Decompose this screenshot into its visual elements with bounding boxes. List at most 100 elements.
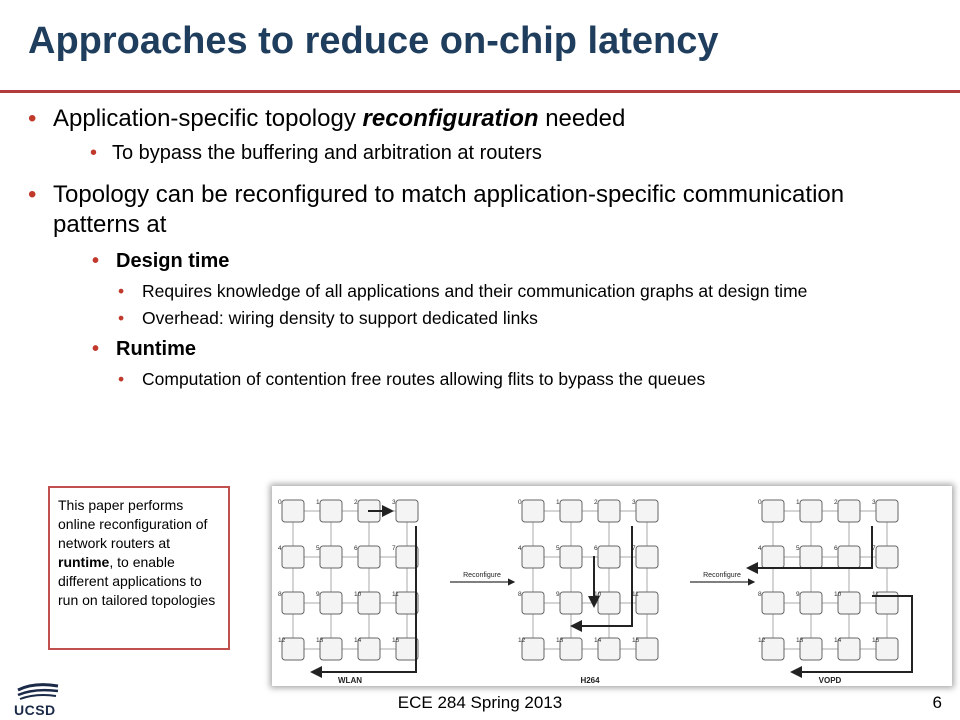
router-id: 1: [796, 499, 800, 506]
router-id: 1: [316, 499, 320, 506]
router-id: 7: [632, 545, 636, 552]
router-node: [635, 499, 659, 523]
router-id: 3: [632, 499, 636, 506]
router-node: [837, 545, 861, 569]
router-node: [761, 499, 785, 523]
router-node: [319, 637, 343, 661]
router-id: 15: [872, 637, 880, 644]
router-node: [875, 499, 899, 523]
page-number: 6: [932, 693, 942, 712]
router-node: [597, 591, 621, 615]
mesh-label: H264: [580, 676, 600, 685]
router-id: 3: [392, 499, 396, 506]
router-node: [597, 545, 621, 569]
router-node: [559, 499, 583, 523]
mesh-label: WLAN: [338, 676, 362, 685]
router-id: 5: [316, 545, 320, 552]
sub-sub-bullet-overhead: Overhead: wiring density to support dedi…: [28, 309, 928, 329]
router-id: 14: [354, 637, 362, 644]
footer-course: ECE 284 Spring 2013: [397, 693, 563, 712]
emphasis-text: reconfiguration: [362, 105, 539, 132]
router-id: 8: [518, 591, 522, 598]
router-node: [761, 545, 785, 569]
router-id: 0: [758, 499, 762, 506]
reconfigured-path: [746, 526, 873, 574]
router-id: 11: [392, 591, 399, 598]
router-id: 12: [518, 637, 526, 644]
router-node: [875, 591, 899, 615]
router-id: 9: [316, 591, 320, 598]
router-id: 12: [758, 637, 766, 644]
router-node: [559, 637, 583, 661]
router-id: 9: [796, 591, 800, 598]
bullet-text: needed: [538, 105, 626, 132]
router-id: 2: [834, 499, 838, 506]
reconfigured-path: [310, 526, 417, 678]
router-node: [319, 591, 343, 615]
router-id: 5: [796, 545, 800, 552]
router-node: [521, 591, 545, 615]
callout-box: This paper performs online reconfigurati…: [48, 486, 230, 650]
router-id: 14: [834, 637, 842, 644]
sub-sub-bullet-computation: Computation of contention free routes al…: [28, 370, 928, 390]
title-rule: [0, 90, 960, 93]
router-node: [761, 591, 785, 615]
router-node: [395, 591, 419, 615]
router-id: 8: [758, 591, 762, 598]
router-node: [357, 545, 381, 569]
router-node: [395, 499, 419, 523]
bullet-reconfiguration: Application-specific topology reconfigur…: [28, 104, 928, 134]
router-node: [281, 499, 305, 523]
router-node: [521, 499, 545, 523]
bullet-text: Application-specific topology: [53, 105, 363, 132]
reconfigure-label: Reconfigure: [703, 572, 741, 579]
router-node: [281, 545, 305, 569]
callout-bold: runtime: [58, 554, 110, 570]
router-node: [837, 591, 861, 615]
router-id: 4: [518, 545, 522, 552]
router-id: 11: [872, 591, 879, 598]
router-node: [799, 637, 823, 661]
router-id: 6: [834, 545, 838, 552]
router-id: 4: [278, 545, 282, 552]
router-id: 14: [594, 637, 602, 644]
router-node: [281, 591, 305, 615]
router-node: [635, 591, 659, 615]
router-id: 9: [556, 591, 560, 598]
router-node: [837, 499, 861, 523]
router-node: [319, 545, 343, 569]
router-node: [799, 545, 823, 569]
router-node: [761, 637, 785, 661]
router-node: [875, 637, 899, 661]
router-id: 3: [872, 499, 876, 506]
router-node: [837, 637, 861, 661]
router-id: 0: [518, 499, 522, 506]
router-node: [521, 637, 545, 661]
reconfigured-path: [570, 526, 633, 632]
router-node: [357, 637, 381, 661]
router-id: 12: [278, 637, 286, 644]
ucsd-logo-text: UCSD: [14, 702, 56, 718]
router-node: [521, 545, 545, 569]
router-id: 13: [556, 637, 564, 644]
sub-sub-bullet-knowledge: Requires knowledge of all applications a…: [28, 282, 928, 302]
router-node: [559, 545, 583, 569]
router-id: 4: [758, 545, 762, 552]
router-node: [559, 591, 583, 615]
mesh-label: VOPD: [819, 676, 842, 685]
router-id: 13: [796, 637, 804, 644]
router-node: [395, 545, 419, 569]
router-node: [875, 545, 899, 569]
router-id: 1: [556, 499, 560, 506]
router-id: 6: [354, 545, 358, 552]
reconfigure-label: Reconfigure: [463, 572, 501, 579]
sub-bullet-design-time: Design time: [28, 248, 928, 274]
router-id: 7: [392, 545, 396, 552]
router-id: 6: [594, 545, 598, 552]
router-id: 2: [594, 499, 598, 506]
router-node: [635, 637, 659, 661]
router-node: [319, 499, 343, 523]
router-node: [597, 637, 621, 661]
